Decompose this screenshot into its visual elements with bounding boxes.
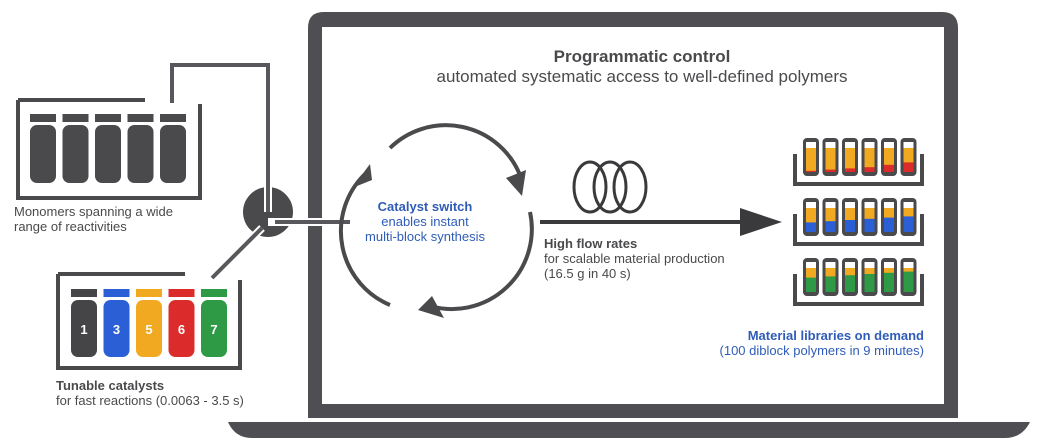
library-tube — [900, 258, 917, 296]
monomer-vial — [62, 114, 89, 183]
catalyst-vial-label: 3 — [113, 322, 120, 337]
monomer-vial — [160, 114, 186, 183]
arrow-head-icon — [506, 170, 526, 196]
monomer-rack — [16, 98, 202, 200]
catalyst-vial-label: 1 — [80, 322, 87, 337]
laptop-base — [228, 422, 1030, 438]
monomer-vial — [127, 114, 154, 183]
library-rack — [793, 198, 924, 246]
mixer-connector — [209, 170, 350, 281]
library-tube — [881, 258, 897, 296]
catalyst-vial: 3 — [103, 289, 130, 357]
library-tube — [803, 258, 819, 296]
catalyst-vial: 1 — [71, 289, 97, 357]
library-tube — [900, 138, 917, 176]
catalyst-vial: 5 — [136, 289, 162, 357]
laptop-frame — [228, 12, 1030, 438]
catalyst-rack: 1 3 5 6 7 — [56, 272, 242, 370]
library-rack — [793, 258, 924, 306]
libraries-title: Material libraries on demand — [747, 328, 924, 343]
library-tube — [803, 198, 819, 236]
flow-title: High flow rates — [544, 236, 638, 251]
cycle-arrowheads — [352, 164, 526, 318]
library-tube — [842, 198, 858, 236]
catalyst-vial: 7 — [201, 289, 227, 357]
libraries-subtitle: (100 diblock polymers in 9 minutes) — [719, 343, 924, 358]
material-library-racks — [793, 138, 924, 306]
library-tube — [900, 198, 917, 236]
monomers-label-line1: Monomers spanning a wide — [14, 204, 173, 219]
library-tube — [861, 138, 878, 176]
library-tube — [822, 138, 839, 176]
catalyst-vial-label: 7 — [210, 322, 217, 337]
catalyst-switch-cycle — [338, 123, 534, 312]
diagram-title: Programmatic control — [553, 47, 731, 66]
library-tube — [803, 138, 819, 176]
library-tube — [842, 258, 858, 296]
flow-line1: for scalable material production — [544, 251, 725, 266]
library-tube — [861, 198, 878, 236]
catalyst-vial-label: 6 — [178, 322, 185, 337]
catalyst-switch-title: Catalyst switch — [377, 199, 473, 214]
diagram-subtitle: automated systematic access to well-defi… — [436, 67, 848, 86]
catalysts-subtitle: for fast reactions (0.0063 - 3.5 s) — [56, 393, 244, 408]
monomer-tubing — [170, 63, 270, 212]
library-tube — [822, 258, 839, 296]
catalyst-vial-label: 5 — [145, 322, 152, 337]
library-tube — [842, 138, 858, 176]
monomer-vial — [30, 114, 56, 183]
flow-coil — [572, 160, 648, 214]
catalyst-switch-line2: multi-block synthesis — [365, 229, 485, 244]
arrow-head-icon — [740, 208, 782, 236]
monomers-label-line2: range of reactivities — [14, 219, 127, 234]
library-tube — [881, 138, 897, 176]
library-tube — [861, 258, 878, 296]
catalyst-vial: 6 — [168, 289, 195, 357]
flow-line2: (16.5 g in 40 s) — [544, 266, 631, 281]
flow-arrow — [540, 208, 782, 236]
catalysts-title: Tunable catalysts — [56, 378, 165, 393]
monomer-vial — [95, 114, 121, 183]
arrow-head-icon — [352, 164, 372, 188]
catalyst-switch-line1: enables instant — [381, 214, 469, 229]
arrow-head-icon — [418, 296, 444, 318]
library-tube — [881, 198, 897, 236]
library-rack — [793, 138, 924, 186]
library-tube — [822, 198, 839, 236]
